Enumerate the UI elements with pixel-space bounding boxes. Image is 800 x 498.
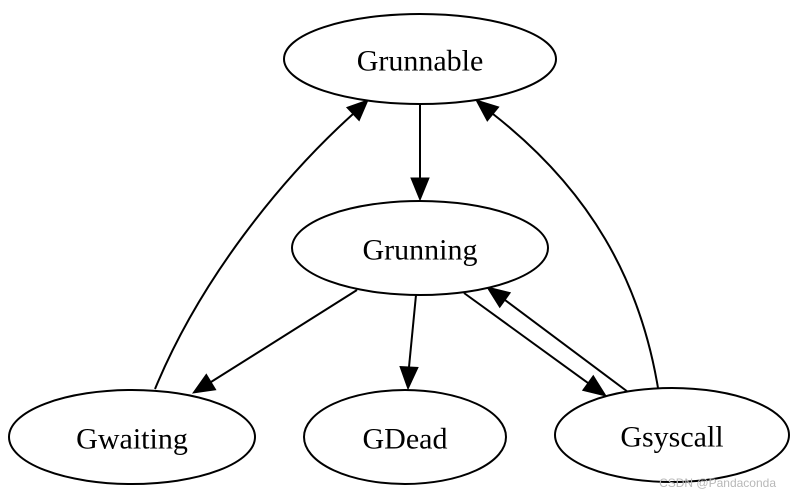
edge-grunning-to-gsyscall <box>463 292 608 397</box>
edge-line <box>408 294 417 368</box>
watermark: CSDN @Pandaconda <box>659 476 776 490</box>
edge-line <box>154 113 354 390</box>
edge-gsyscall-to-grunning <box>485 286 629 393</box>
node-ellipse <box>8 389 256 485</box>
edge-line <box>504 299 629 393</box>
edge-line <box>492 113 659 389</box>
node-gdead: GDead <box>303 389 507 485</box>
arrowhead-icon <box>485 286 512 309</box>
node-ellipse <box>291 200 549 296</box>
node-grunning: Grunning <box>291 200 549 296</box>
arrowhead-icon <box>399 366 419 391</box>
node-grunnable: Grunnable <box>283 13 557 105</box>
edge-gsyscall-to-grunnable <box>474 99 659 389</box>
edge-line <box>463 292 589 384</box>
arrowhead-icon <box>581 374 608 397</box>
node-ellipse <box>283 13 557 105</box>
arrowhead-icon <box>345 99 369 122</box>
edge-grunning-to-gdead <box>399 294 419 391</box>
node-label: GDead <box>363 423 448 456</box>
edge-grunning-to-gwaiting <box>191 289 358 394</box>
edge-gwaiting-to-grunnable <box>154 99 369 390</box>
node-ellipse <box>554 387 790 483</box>
arrowhead-icon <box>410 177 430 202</box>
node-gsyscall: Gsyscall <box>554 387 790 483</box>
arrowhead-icon <box>191 373 217 394</box>
node-ellipse <box>303 389 507 485</box>
node-label: Grunning <box>363 234 478 267</box>
node-label: Grunnable <box>357 45 484 78</box>
node-gwaiting: Gwaiting <box>8 389 256 485</box>
node-label: Gsyscall <box>620 421 723 454</box>
node-label: Gwaiting <box>76 423 188 456</box>
edge-grunnable-to-grunning <box>410 104 430 202</box>
edge-line <box>210 289 358 383</box>
arrowhead-icon <box>474 99 500 122</box>
edges-layer <box>154 99 659 397</box>
